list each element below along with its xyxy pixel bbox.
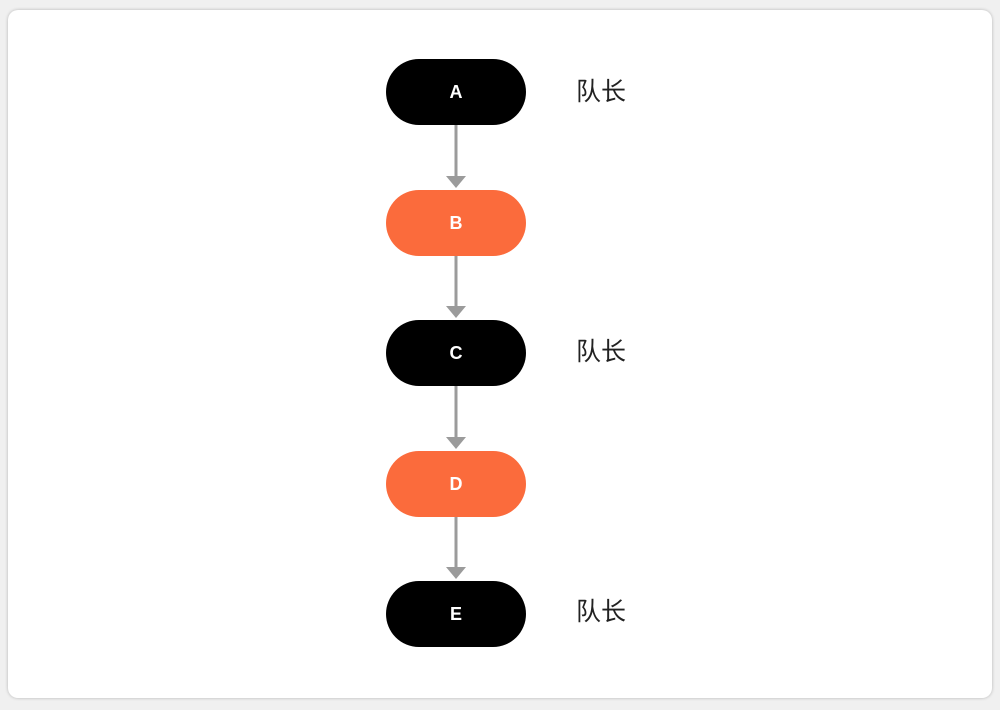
edge-group bbox=[446, 125, 466, 579]
role-label-a: 队长 bbox=[576, 77, 627, 106]
node-c: C bbox=[386, 320, 526, 386]
node-a: A bbox=[386, 59, 526, 125]
arrowhead-icon bbox=[446, 567, 466, 579]
role-label-e: 队长 bbox=[576, 597, 627, 626]
arrowhead-icon bbox=[446, 176, 466, 188]
arrowhead-icon bbox=[446, 437, 466, 449]
role-label-c: 队长 bbox=[576, 337, 627, 366]
node-b: B bbox=[386, 190, 526, 256]
node-d: D bbox=[386, 451, 526, 517]
arrowhead-icon bbox=[446, 306, 466, 318]
node-e: E bbox=[386, 581, 526, 647]
